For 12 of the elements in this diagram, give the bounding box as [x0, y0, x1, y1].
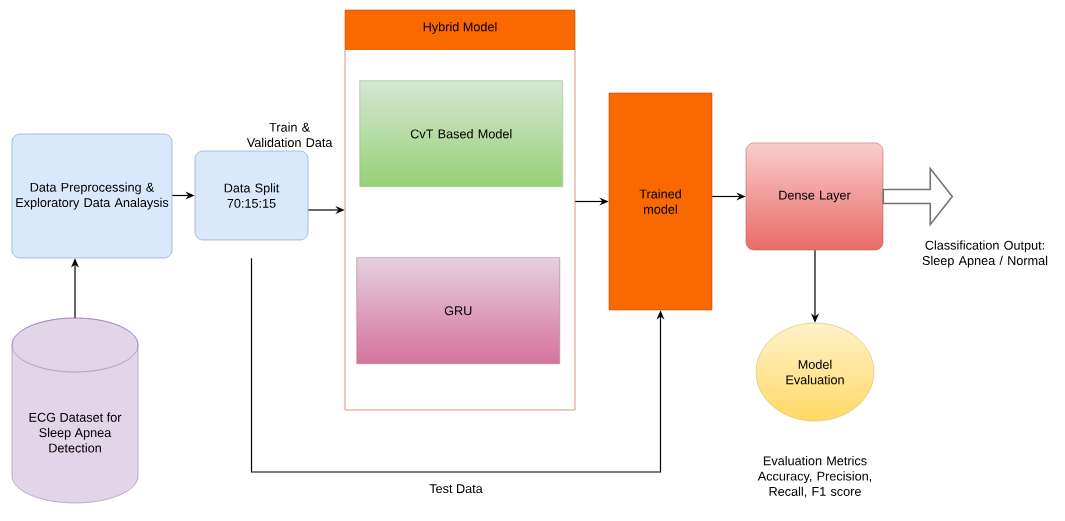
- model-box: GRU: [356, 257, 560, 364]
- layer-box: Dense Layer: [745, 142, 884, 251]
- edge-label: Test Data: [427, 482, 485, 495]
- process-box: Data Preprocessing & Exploratory Data Analaysis: [11, 133, 173, 259]
- process-box: Trained model: [608, 92, 713, 311]
- edge-label: Train & Validation Data: [246, 122, 333, 148]
- output-label: Classification Output: Sleep Apnea / Normal: [922, 240, 1048, 268]
- dataset-cylinder: ECG Dataset for Sleep Apnea Detection: [11, 317, 139, 504]
- model-box: CvT Based Model: [359, 80, 563, 187]
- metrics-note: Evaluation Metrics Accuracy, Precision, Recall, F1 score: [757, 455, 872, 498]
- process-box: Data Split 70:15:15: [194, 150, 309, 241]
- block-arrow: [882, 166, 954, 227]
